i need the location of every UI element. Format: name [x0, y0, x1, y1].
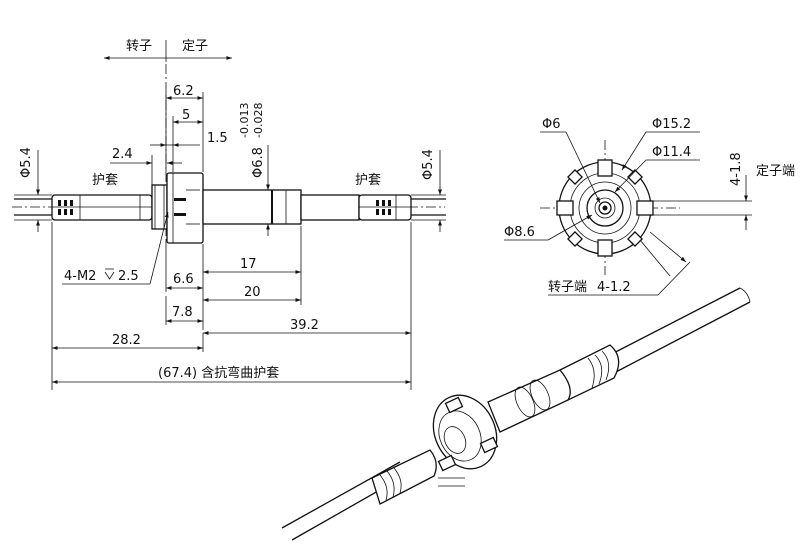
dim-7-8: 7.8: [172, 305, 193, 320]
depth-symbol: [104, 268, 115, 280]
dim-end-11-4: Φ11.4: [652, 145, 691, 160]
dim-28-2: 28.2: [112, 333, 141, 348]
sleeve-label-right: 护套: [355, 172, 381, 188]
dim-20: 20: [244, 285, 261, 300]
dim-end-4-1-2: 4-1.2: [597, 280, 631, 295]
dim-overall: (67.4) 含抗弯曲护套: [158, 365, 279, 381]
dim-6-2: 6.2: [173, 84, 194, 99]
dim-end-6: Φ6: [542, 117, 561, 132]
stator-housing: [166, 172, 204, 244]
dim-end-15-2: Φ15.2: [652, 117, 691, 132]
main-body: [202, 189, 302, 225]
end-view-slots: [556, 159, 654, 257]
sleeve-label-left: 护套: [92, 172, 118, 188]
dim-right-dia: Φ5.4: [421, 149, 436, 180]
rotor-label: 转子: [126, 39, 152, 54]
dim-2-4: 2.4: [112, 147, 133, 162]
rotor-flange: [151, 184, 168, 230]
isometric-view: [281, 287, 751, 541]
dim-39-2: 39.2: [290, 318, 319, 333]
stator-end-label: 定子端: [756, 164, 795, 179]
screw-label: 4-M2: [64, 269, 96, 284]
rotor-stator-header: 转子 定子: [104, 39, 232, 62]
screw-depth: 2.5: [118, 269, 139, 284]
dim-end-4-1-8: 4-1.8: [729, 152, 744, 186]
stator-label: 定子: [182, 39, 208, 54]
dim-end-8-6: Φ8.6: [504, 225, 535, 240]
rotor-end-label: 转子端: [548, 280, 587, 295]
left-sleeve: [51, 194, 153, 221]
end-view: Φ6 Φ15.2 Φ11.4 Φ8.6 4-1.8 定子端 转子端 4-1.2: [504, 117, 795, 296]
dim-6-6: 6.6: [173, 272, 194, 287]
right-sleeve: [358, 194, 412, 221]
side-view: Φ5.4 Φ5.4 护套 护套 6.2 5 1.5 2.4 Φ6.8 -0.01: [12, 64, 446, 390]
dim-shaft-tol-lower: -0.028: [252, 103, 265, 138]
dim-left-dia: Φ5.4: [19, 147, 34, 178]
dim-17: 17: [240, 257, 257, 272]
dim-shaft-tol-upper: -0.013: [238, 103, 251, 138]
dim-shaft-dia: Φ6.8: [251, 147, 266, 178]
dim-1-5: 1.5: [207, 131, 228, 146]
dim-5: 5: [182, 108, 190, 123]
